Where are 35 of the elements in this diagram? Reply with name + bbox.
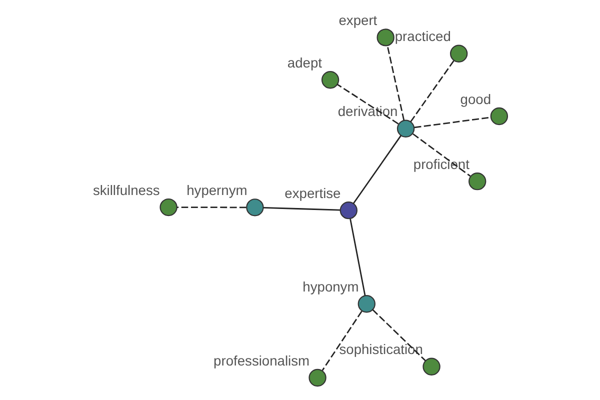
node-circle	[358, 295, 376, 313]
connector	[322, 310, 362, 371]
node-circle	[490, 107, 508, 126]
node-circle	[468, 172, 486, 190]
node-circle	[160, 198, 178, 216]
node-circle	[450, 44, 468, 62]
node-circle	[340, 201, 358, 220]
node-label: expert	[338, 12, 378, 28]
connector	[386, 45, 405, 120]
node-label: professionalism	[214, 352, 310, 368]
node-label: derivation	[338, 103, 398, 120]
node-label: proficient	[413, 156, 470, 172]
node-circle	[396, 120, 415, 138]
connector	[263, 207, 340, 211]
connector	[336, 84, 399, 124]
node-circle	[308, 368, 326, 387]
connector	[177, 206, 246, 208]
connector	[410, 60, 454, 122]
node-label: hypernym	[186, 182, 248, 198]
node-label: hyponym	[302, 278, 359, 294]
node-label: adept	[287, 54, 322, 70]
node-label: practiced	[394, 28, 451, 44]
connector	[352, 135, 402, 204]
node-label: skillfulness	[92, 182, 160, 198]
node-circle	[321, 71, 340, 89]
connector	[372, 309, 426, 362]
node-circle	[246, 198, 264, 216]
node-label: good	[460, 90, 492, 107]
node-label: sophistication	[339, 341, 423, 358]
node-label: expertise	[284, 184, 341, 201]
connector	[350, 218, 366, 296]
node-circle	[376, 28, 394, 46]
connector	[414, 116, 491, 128]
node-circle	[422, 358, 440, 376]
connector	[412, 133, 471, 177]
